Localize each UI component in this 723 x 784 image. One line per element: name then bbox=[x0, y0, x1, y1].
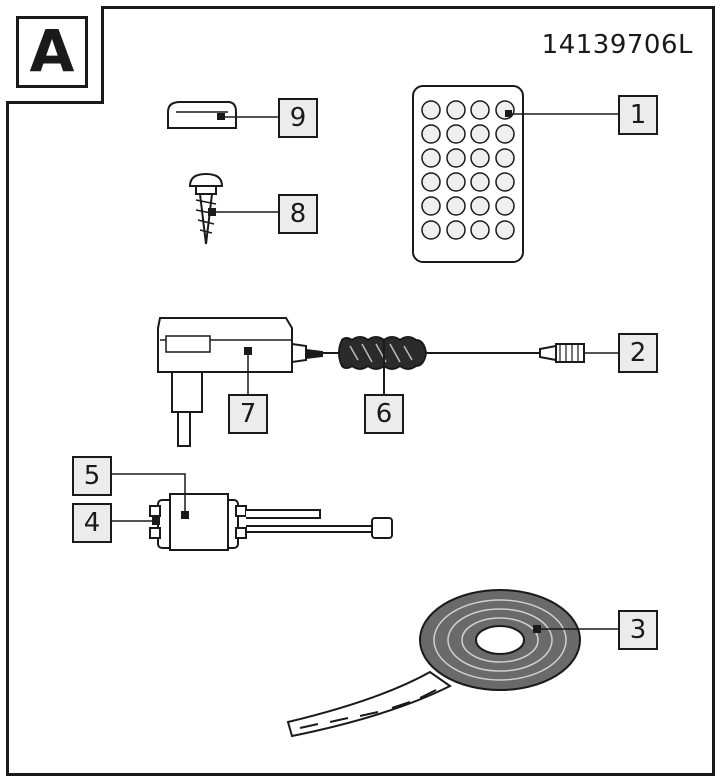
power-adapter-drawing bbox=[157, 317, 323, 447]
cable-drawing bbox=[322, 336, 618, 394]
panel-label: A bbox=[16, 16, 88, 88]
screw-drawing bbox=[188, 172, 278, 245]
callout-7: 7 bbox=[228, 394, 268, 434]
led-strip-drawing bbox=[286, 589, 618, 738]
callout-4: 4 bbox=[72, 503, 112, 543]
callout-9: 9 bbox=[278, 98, 318, 138]
callout-8: 8 bbox=[278, 194, 318, 234]
mounting-clip-drawing bbox=[167, 101, 278, 129]
callout-1: 1 bbox=[618, 95, 658, 135]
remote-control-drawing bbox=[412, 85, 618, 263]
callout-3: 3 bbox=[618, 610, 658, 650]
callout-2: 2 bbox=[618, 333, 658, 373]
model-number: 14139706L bbox=[541, 30, 693, 60]
controller-drawing bbox=[112, 473, 393, 551]
callout-5: 5 bbox=[72, 456, 112, 496]
panel-label-box: A bbox=[6, 6, 104, 104]
callout-6: 6 bbox=[364, 394, 404, 434]
diagram-frame bbox=[6, 6, 715, 776]
